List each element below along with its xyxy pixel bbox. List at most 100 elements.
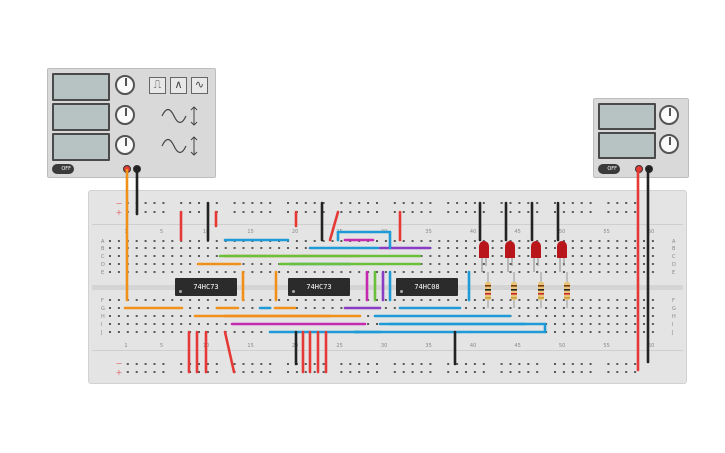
hole <box>135 240 138 242</box>
sine-wave-icon[interactable]: ∿ <box>191 77 208 94</box>
rail-hole <box>287 371 289 373</box>
hole <box>607 247 610 249</box>
hole <box>304 271 307 273</box>
rail-hole <box>358 211 361 213</box>
rail-hole <box>554 211 556 213</box>
rail-hole <box>295 371 298 373</box>
rail-hole <box>580 371 583 373</box>
rail-hole <box>447 371 450 373</box>
rail-hole <box>589 211 592 213</box>
hole <box>589 331 592 333</box>
hole <box>651 323 654 325</box>
triangle-wave-icon[interactable]: ∧ <box>170 77 187 94</box>
hole <box>456 255 459 257</box>
hole <box>554 323 556 325</box>
rail-hole <box>616 202 619 204</box>
hole <box>126 315 129 317</box>
hole <box>224 299 227 301</box>
hole <box>571 247 574 249</box>
power-supply[interactable]: OFF <box>593 98 689 178</box>
rail-hole <box>402 211 405 213</box>
hole <box>117 263 120 265</box>
rail-hole <box>429 371 432 373</box>
rail-hole <box>473 211 476 213</box>
hole <box>322 271 325 273</box>
rail-hole <box>420 363 423 365</box>
hole <box>189 299 192 301</box>
rail-hole <box>625 363 628 365</box>
rail-hole <box>571 202 574 204</box>
square-wave-icon[interactable]: ⎍ <box>149 77 166 94</box>
fg-frequency-knob[interactable] <box>115 75 135 95</box>
rail-hole <box>376 202 378 204</box>
column-label: 35 <box>425 343 431 349</box>
rail-hole <box>554 371 556 373</box>
fg-power-switch[interactable]: OFF <box>52 164 74 174</box>
hole <box>545 247 548 249</box>
hole <box>162 240 165 242</box>
hole <box>251 307 254 309</box>
hole <box>206 323 209 325</box>
hole <box>465 247 467 249</box>
rail-hole <box>215 363 218 365</box>
hole <box>545 263 548 265</box>
hole <box>554 307 556 309</box>
rail-hole <box>349 371 352 373</box>
hole <box>233 331 236 333</box>
rail-hole <box>198 371 200 373</box>
hole <box>438 247 441 249</box>
hole <box>643 271 645 273</box>
rail-hole <box>242 211 245 213</box>
rail-hole <box>527 202 530 204</box>
rail-hole <box>304 363 307 365</box>
rail-hole <box>126 363 129 365</box>
chip-74hc73-1[interactable]: 74HC73 <box>175 278 237 296</box>
hole <box>447 299 450 301</box>
chip-74hc73-2[interactable]: 74HC73 <box>288 278 350 296</box>
fg-display-amplitude <box>52 103 110 131</box>
hole <box>376 271 378 273</box>
rail-hole <box>322 371 325 373</box>
rail-hole <box>251 363 254 365</box>
hole <box>643 240 645 242</box>
chip-74hc08[interactable]: 74HC08 <box>396 278 458 296</box>
hole <box>162 315 165 317</box>
ps-voltage-knob[interactable] <box>659 105 679 125</box>
rail-hole <box>411 363 414 365</box>
hole <box>411 240 414 242</box>
hole <box>456 240 459 242</box>
fg-offset-knob[interactable] <box>115 135 135 155</box>
hole <box>109 240 111 242</box>
rail-hole <box>376 363 378 365</box>
hole <box>189 240 192 242</box>
hole <box>500 263 503 265</box>
fg-amplitude-knob[interactable] <box>115 105 135 125</box>
hole <box>518 315 521 317</box>
hole <box>562 315 565 317</box>
ps-power-switch[interactable]: OFF <box>598 164 620 174</box>
hole <box>580 247 583 249</box>
resistor-band <box>511 293 517 295</box>
rail-hole <box>527 211 530 213</box>
hole <box>135 315 138 317</box>
hole <box>456 247 459 249</box>
hole <box>589 307 592 309</box>
hole <box>518 240 521 242</box>
rail-hole <box>349 211 352 213</box>
rail-hole <box>589 371 592 373</box>
hole <box>189 307 192 309</box>
hole <box>171 255 174 257</box>
rail-hole <box>571 371 574 373</box>
function-generator[interactable]: ⎍ ∧ ∿ OFF <box>47 68 216 178</box>
hole <box>616 240 619 242</box>
hole <box>518 307 521 309</box>
hole <box>616 331 619 333</box>
rail-hole <box>358 363 361 365</box>
ps-current-knob[interactable] <box>659 134 679 154</box>
hole <box>304 299 307 301</box>
hole <box>589 323 592 325</box>
hole <box>117 315 120 317</box>
hole <box>536 271 539 273</box>
hole <box>589 263 592 265</box>
